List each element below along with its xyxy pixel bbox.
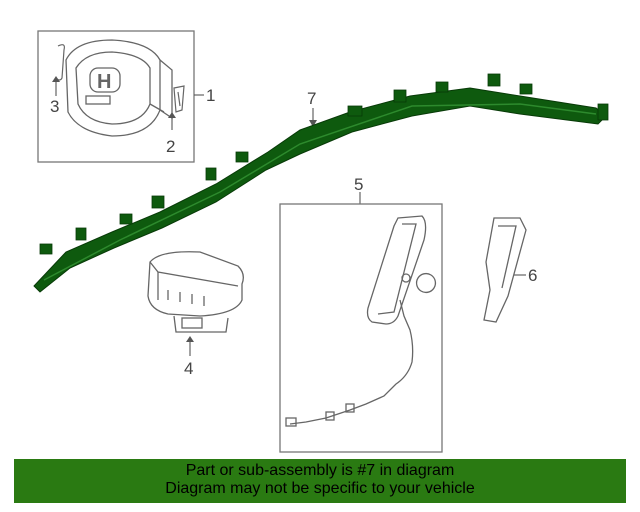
bracket-6[interactable] <box>483 217 527 323</box>
callout-1: 1 <box>206 86 215 105</box>
curtain-airbag-7[interactable] <box>33 73 609 293</box>
steering-logo: H <box>97 71 111 93</box>
info-banner: Part or sub-assembly is #7 in diagram Di… <box>14 459 626 503</box>
callout-3: 3 <box>50 97 59 116</box>
clip-2[interactable] <box>173 85 185 113</box>
callout-5: 5 <box>354 175 363 194</box>
knee-airbag-4[interactable] <box>147 251 244 333</box>
banner-line-2: Diagram may not be specific to your vehi… <box>165 480 475 497</box>
callout-7: 7 <box>307 89 316 108</box>
callout-leaders <box>55 82 526 356</box>
steering-airbag-module[interactable] <box>65 39 173 137</box>
callout-6: 6 <box>528 266 537 285</box>
callout-2: 2 <box>166 137 175 156</box>
side-airbag-5[interactable] <box>285 215 437 427</box>
callout-4: 4 <box>184 359 193 378</box>
parts-diagram: H <box>33 30 609 453</box>
banner-line-1: Part or sub-assembly is #7 in diagram <box>185 462 455 479</box>
